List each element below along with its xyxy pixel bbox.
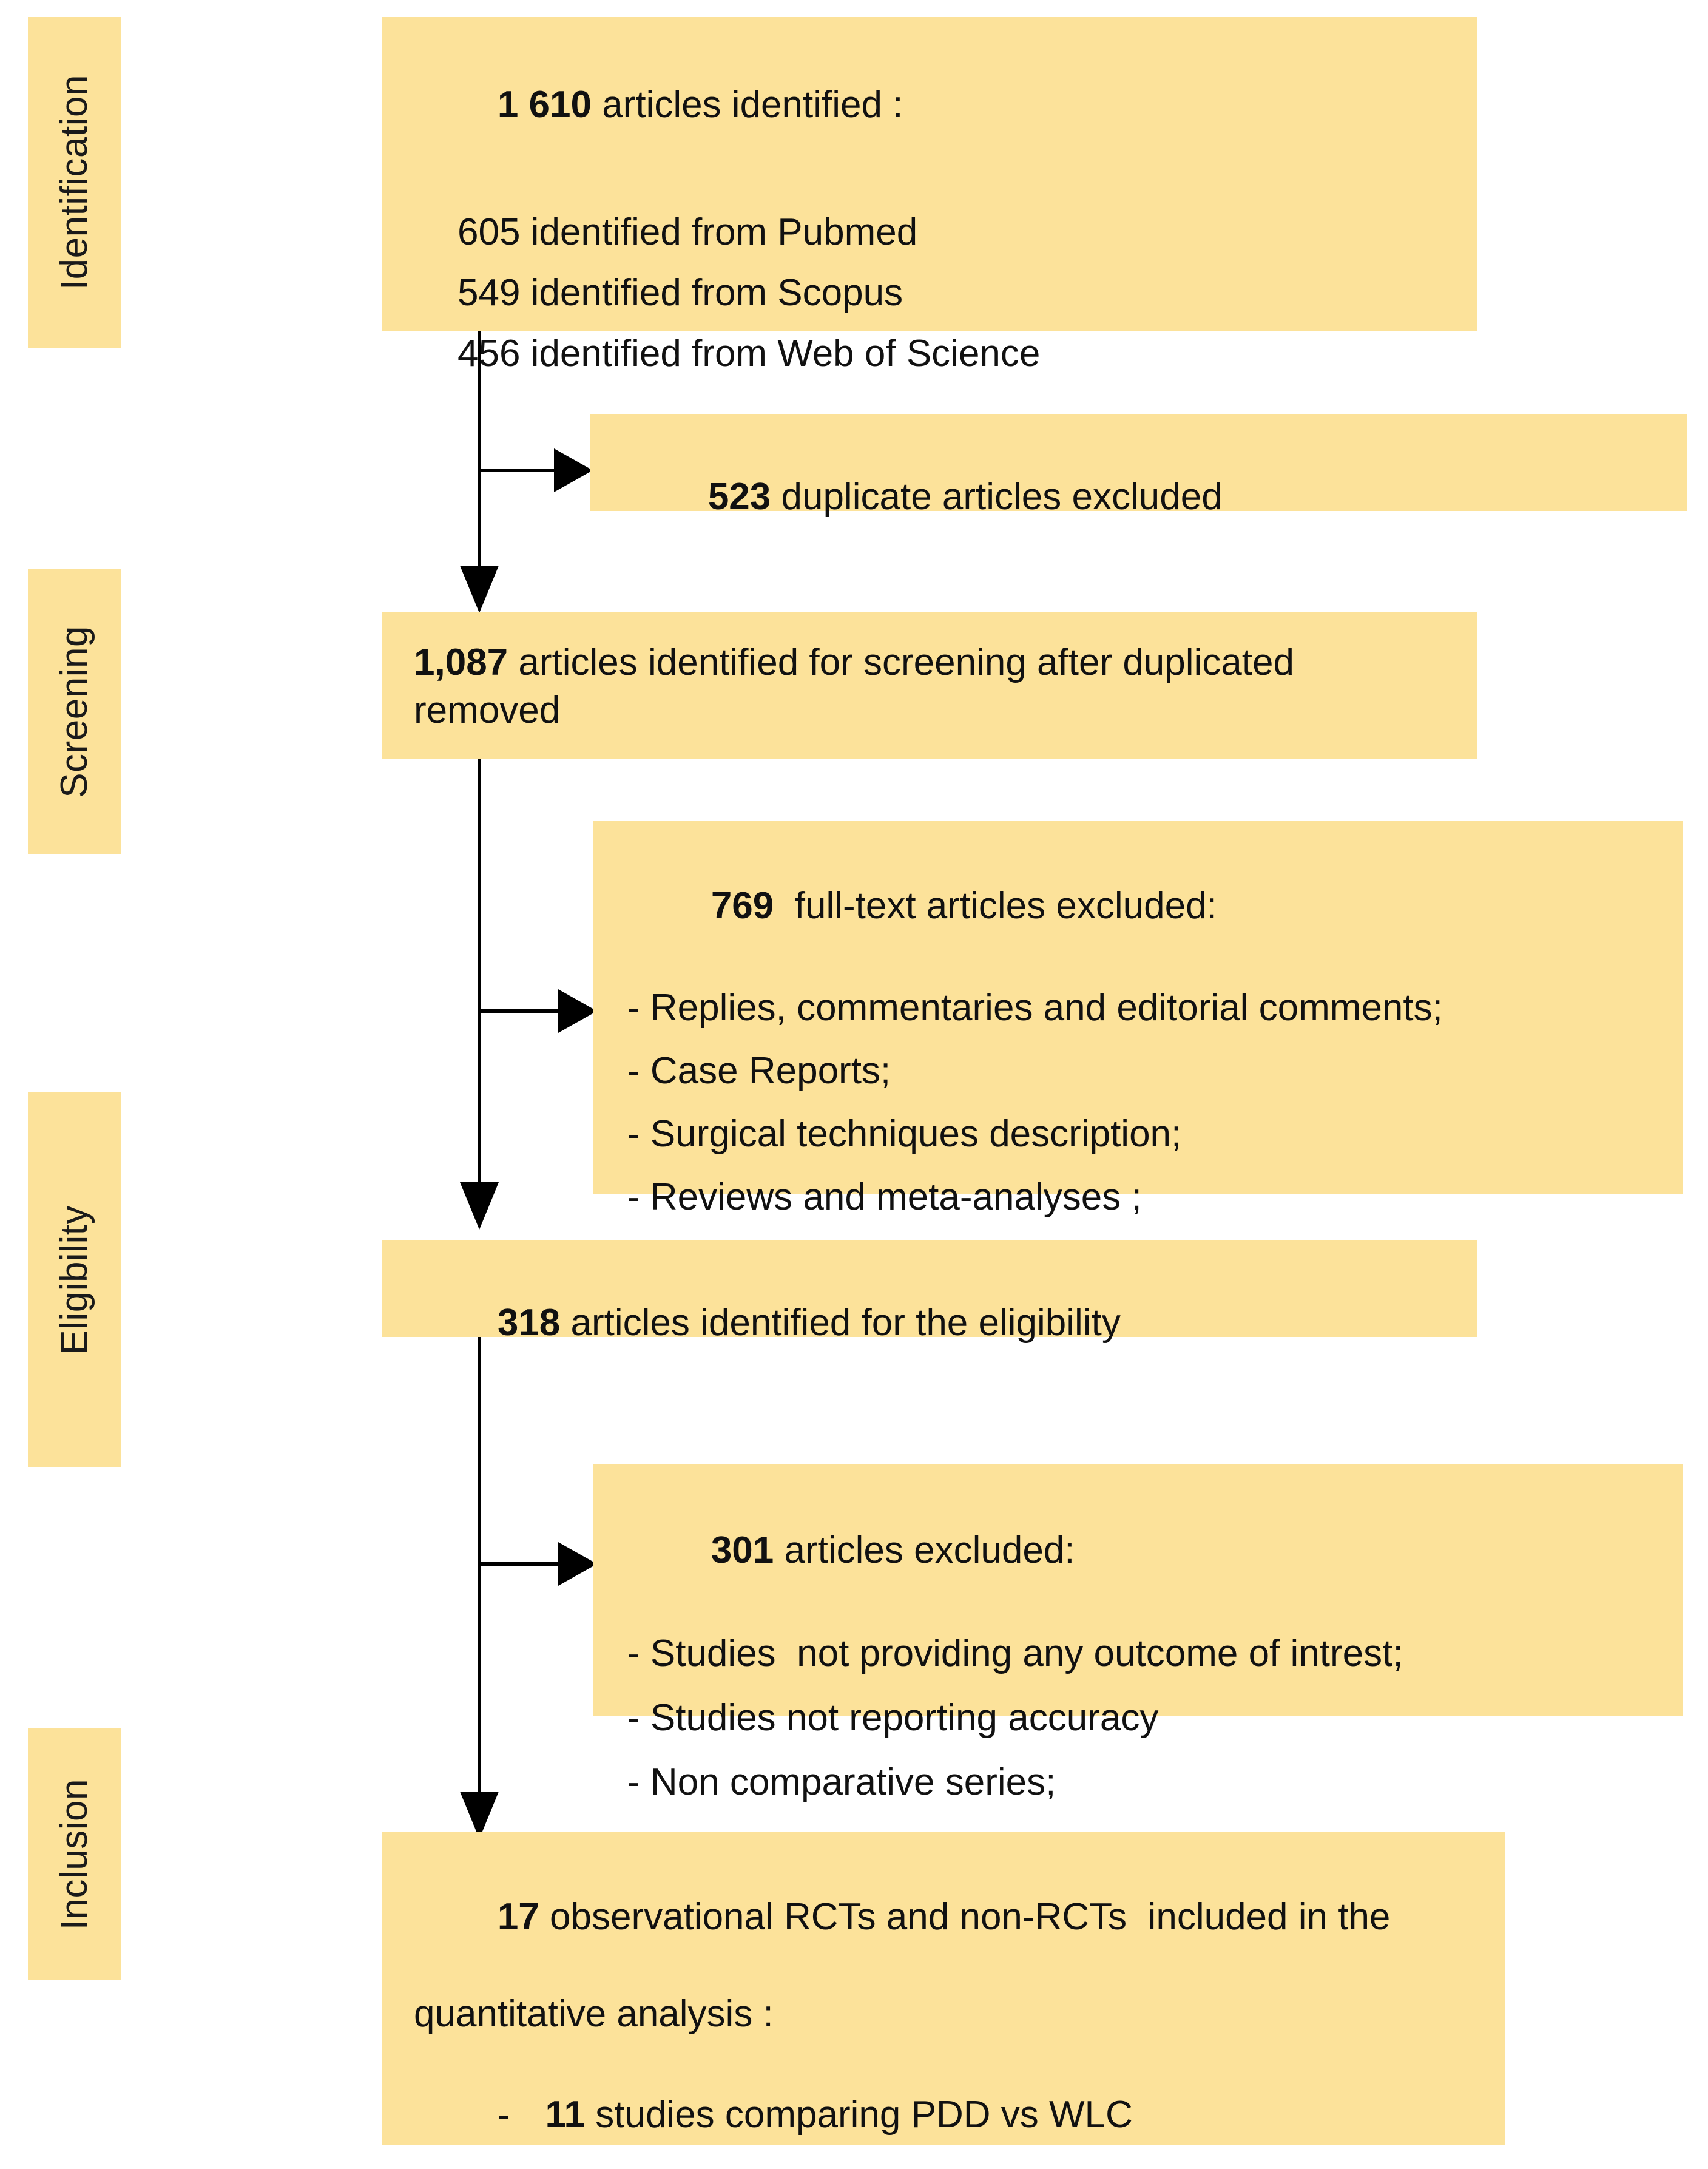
articles-excluded-count: 301	[711, 1529, 774, 1571]
arrow-to-after-duplicates-box	[460, 566, 499, 613]
included-heading: 17 observational RCTs and non-RCTs inclu…	[414, 1861, 1480, 1974]
articles-excluded-reason-1: - Studies not reporting accuracy	[627, 1697, 1159, 1739]
connector-eligibility-to-inclusion	[478, 1337, 481, 1816]
stage-label-identification: Identification	[53, 74, 95, 291]
stage-band-inclusion: Inclusion	[28, 1728, 121, 1980]
fulltext-excluded-reason-2: - Surgical techniques description;	[627, 1113, 1182, 1155]
articles-excluded-heading: 301 articles excluded:	[627, 1494, 1683, 1607]
included-heading-line2: quantitative analysis :	[414, 1993, 774, 2035]
included-count: 17	[497, 1896, 539, 1938]
arrow-to-eligibility-box	[460, 1182, 499, 1230]
identified-source-2: 456 identified from Web of Science	[457, 333, 1041, 374]
box-duplicates-excluded: 523 duplicate articles excluded	[590, 414, 1687, 516]
duplicates-count: 523	[707, 476, 771, 518]
after-duplicates-count: 1,087	[414, 641, 508, 683]
articles-excluded-heading-rest: articles excluded:	[774, 1529, 1075, 1571]
fulltext-excluded-reason-1: - Case Reports;	[627, 1050, 891, 1092]
arrow-to-included-box	[460, 1792, 499, 1839]
stage-band-eligibility: Eligibility	[28, 1092, 121, 1467]
connector-identified-to-screening	[478, 331, 481, 592]
included-item-0: -11 studies comparing PDD vs WLC	[414, 2059, 1480, 2169]
arrow-to-duplicates-box	[554, 448, 593, 492]
arrow-to-fulltext-excluded-box	[558, 989, 597, 1033]
articles-excluded-reason-0: - Studies not providing any outcome of i…	[627, 1633, 1403, 1674]
connector-screening-to-eligibility	[478, 759, 481, 1208]
connector-branch-articles-excluded	[478, 1562, 562, 1566]
fulltext-excluded-reason-3: - Reviews and meta-analyses ;	[627, 1176, 1142, 1218]
included-heading-rest: observational RCTs and non-RCTs included…	[539, 1896, 1391, 1938]
connector-branch-duplicates	[478, 469, 558, 472]
fulltext-excluded-count: 769	[711, 885, 774, 927]
identified-source-0: 605 identified from Pubmed	[457, 211, 918, 253]
arrow-to-articles-excluded-box	[558, 1542, 597, 1586]
fulltext-excluded-reason-0: - Replies, commentaries and editorial co…	[627, 987, 1443, 1029]
fulltext-excluded-heading-rest: full-text articles excluded:	[774, 885, 1217, 927]
identified-source-1: 549 identified from Scopus	[457, 272, 903, 314]
stage-band-screening: Screening	[28, 569, 121, 854]
box-articles-identified: 1 610 articles identified : 605 identifi…	[382, 17, 1477, 373]
box-after-duplicates-removed: 1,087 articles identified for screening …	[382, 612, 1477, 759]
stage-label-eligibility: Eligibility	[53, 1205, 95, 1355]
included-item-0-dash: -	[497, 2094, 510, 2136]
after-duplicates-text: 1,087 articles identified for screening …	[414, 638, 1445, 735]
identified-count: 1 610	[497, 84, 592, 126]
box-included-studies: 17 observational RCTs and non-RCTs inclu…	[382, 1832, 1505, 2145]
included-item-0-text: studies comparing PDD vs WLC	[585, 2094, 1133, 2136]
duplicates-excluded-text: 523 duplicate articles excluded	[624, 441, 1687, 553]
stage-band-identification: Identification	[28, 17, 121, 348]
duplicates-excluded-label: duplicate articles excluded	[771, 476, 1223, 518]
eligibility-count: 318	[497, 1302, 561, 1344]
after-duplicates-label: articles identified for screening after …	[414, 641, 1294, 732]
identified-headline-rest: articles identified :	[591, 84, 903, 126]
identified-headline: 1 610 articles identified :	[414, 49, 1477, 161]
eligibility-text: 318 articles identified for the eligibil…	[414, 1267, 1477, 1379]
articles-excluded-reason-2: - Non comparative series;	[627, 1761, 1056, 1803]
box-fulltext-excluded: 769 full-text articles excluded: - Repli…	[593, 821, 1683, 1279]
eligibility-label: articles identified for the eligibility	[560, 1302, 1121, 1344]
stage-label-screening: Screening	[53, 626, 95, 798]
box-articles-excluded: 301 articles excluded: - Studies not pro…	[593, 1464, 1683, 1801]
connector-branch-fulltext-excluded	[478, 1009, 562, 1013]
stage-label-inclusion: Inclusion	[53, 1778, 95, 1930]
box-eligibility: 318 articles identified for the eligibil…	[382, 1240, 1477, 1342]
fulltext-excluded-heading: 769 full-text articles excluded:	[627, 850, 1683, 963]
included-item-0-count: 11	[545, 2094, 586, 2136]
